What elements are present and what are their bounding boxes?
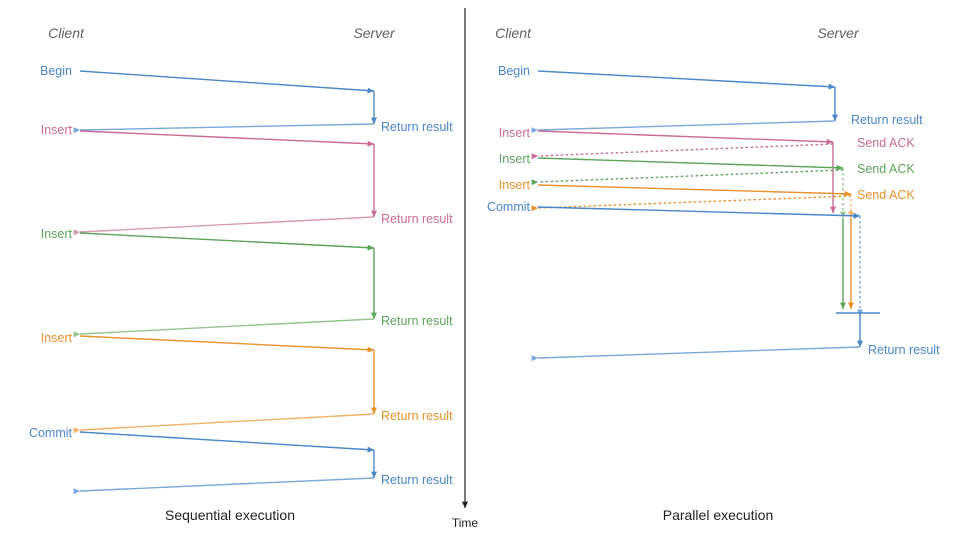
client-message-label-3: Insert	[499, 178, 531, 192]
server-message-label-1: Return result	[381, 212, 453, 226]
message-insert3-request	[537, 184, 852, 197]
message-begin-return	[531, 120, 836, 134]
message-insert2-request	[537, 157, 844, 171]
message-commit-request	[537, 206, 861, 219]
client-message-label-0: Begin	[40, 64, 72, 78]
server-column-header: Server	[353, 25, 396, 41]
client-message-label-1: Insert	[41, 123, 73, 137]
message-insert1-request	[537, 130, 834, 145]
server-column-header: Server	[817, 25, 860, 41]
message-begin-return	[73, 123, 375, 134]
message-insert1-ack	[531, 143, 834, 160]
panel-caption: Sequential execution	[165, 507, 295, 523]
server-message-label-2: Send ACK	[857, 162, 915, 176]
time-axis-layer: Time	[452, 8, 479, 530]
client-message-label-0: Begin	[498, 64, 530, 78]
message-insert3-return	[73, 413, 375, 434]
client-column-header: Client	[48, 25, 85, 41]
server-message-label-4: Return result	[381, 473, 453, 487]
message-insert2-ack	[531, 169, 844, 186]
server-message-label-1: Send ACK	[857, 136, 915, 150]
client-message-label-2: Insert	[41, 227, 73, 241]
message-insert3-request	[79, 335, 375, 353]
time-axis-label: Time	[452, 516, 479, 530]
client-message-label-3: Insert	[41, 331, 73, 345]
message-commit-request	[79, 431, 375, 453]
client-message-label-1: Insert	[499, 126, 531, 140]
message-begin-request	[537, 70, 836, 90]
message-insert2-request	[79, 232, 375, 251]
client-message-label-4: Commit	[487, 200, 531, 214]
client-message-label-4: Commit	[29, 426, 73, 440]
message-insert2-return	[73, 318, 375, 338]
panel-caption: Parallel execution	[663, 507, 774, 523]
message-insert3-ack	[531, 195, 852, 212]
client-message-label-2: Insert	[499, 152, 531, 166]
message-begin-request	[79, 70, 375, 94]
message-insert1-return	[73, 216, 375, 236]
message-commit-return	[73, 477, 375, 495]
server-message-label-0: Return result	[381, 120, 453, 134]
server-message-label-4: Return result	[868, 343, 940, 357]
message-commit-return	[531, 346, 861, 362]
server-message-label-0: Return result	[851, 113, 923, 127]
server-message-label-3: Send ACK	[857, 188, 915, 202]
message-insert1-request	[79, 130, 375, 147]
server-message-label-3: Return result	[381, 409, 453, 423]
client-column-header: Client	[495, 25, 532, 41]
server-message-label-2: Return result	[381, 314, 453, 328]
